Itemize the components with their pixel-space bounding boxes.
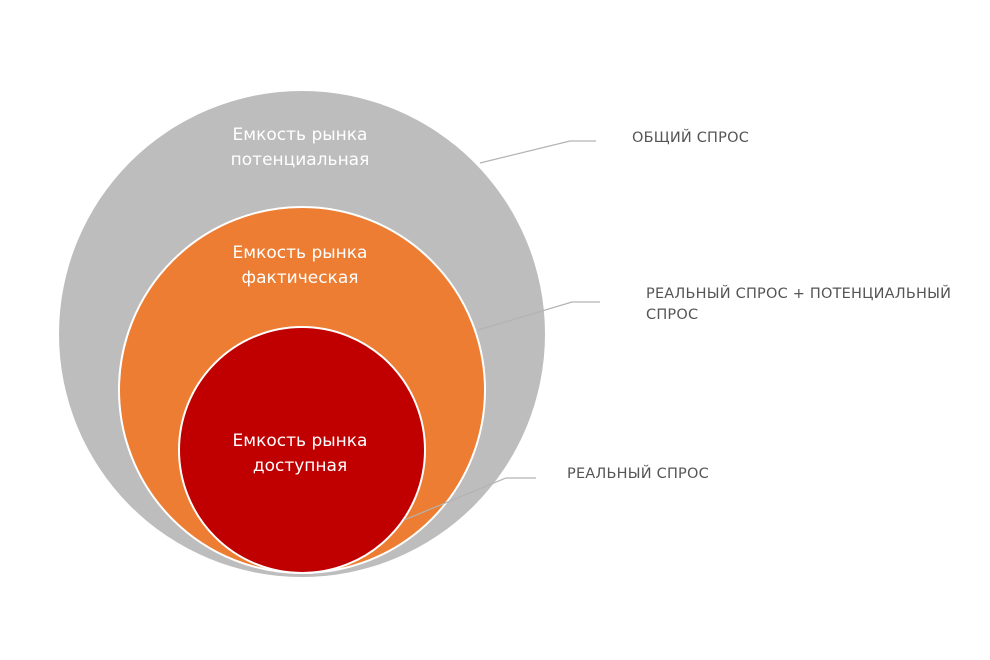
- middle-circle-label-line1: Емкость рынка: [233, 243, 368, 263]
- leader-line-total-demand: [479, 140, 596, 164]
- inner-circle-available: [178, 326, 426, 574]
- outer-circle-label-line1: Емкость рынка: [233, 125, 368, 145]
- inner-circle-label-line2: доступная: [253, 456, 347, 476]
- inner-circle-label-line1: Емкость рынка: [233, 431, 368, 451]
- label-real-plus-potential-line2: СПРОС: [646, 307, 698, 323]
- leader-line-real-plus-potential: [477, 301, 600, 331]
- middle-circle-label-line2: фактическая: [242, 268, 359, 288]
- label-real-plus-potential-line1: РЕАЛЬНЫЙ СПРОС + ПОТЕНЦИАЛЬНЫЙ: [646, 284, 951, 302]
- label-total-demand: ОБЩИЙ СПРОС: [632, 128, 749, 146]
- outer-circle-label-line2: потенциальная: [231, 150, 370, 170]
- label-real-demand: РЕАЛЬНЫЙ СПРОС: [567, 464, 709, 482]
- leader-line-real-demand: [403, 477, 536, 521]
